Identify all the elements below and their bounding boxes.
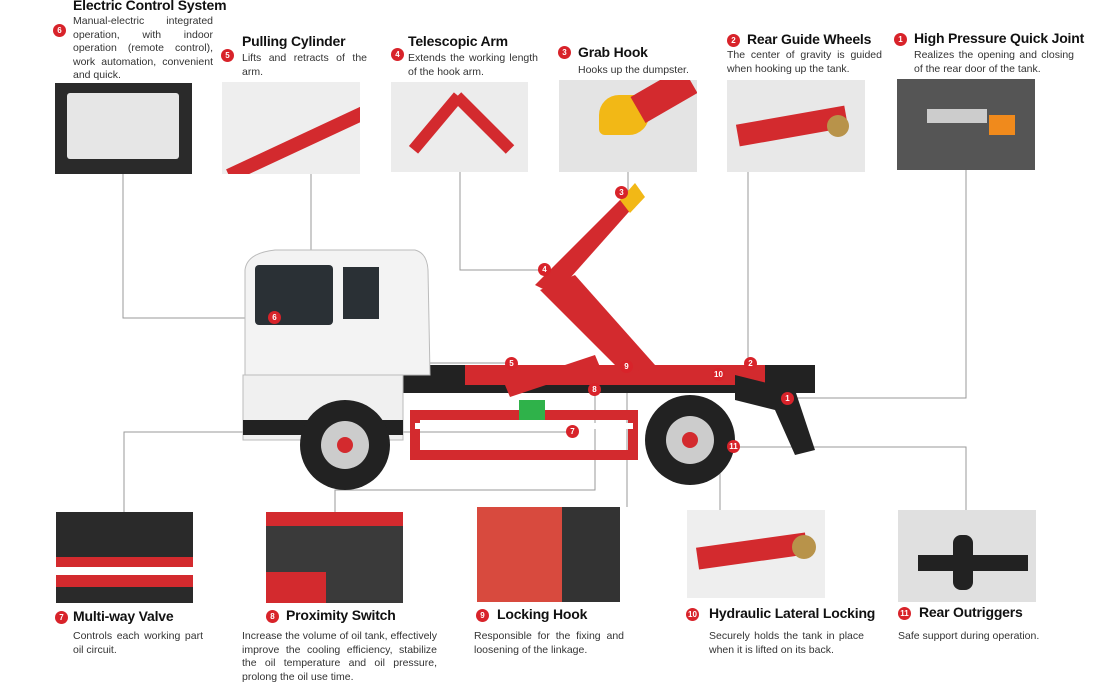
- truck-marker-11: 11: [727, 440, 740, 453]
- badge-2: 2: [727, 34, 740, 47]
- title-telescopic-arm: Telescopic Arm: [408, 33, 508, 49]
- desc-proximity-switch: Increase the volume of oil tank, effecti…: [242, 630, 437, 683]
- badge-11: 11: [898, 607, 911, 620]
- truck-marker-8: 8: [588, 383, 601, 396]
- badge-10: 10: [686, 608, 699, 621]
- desc-high-pressure-quick-joint: Realizes the opening and closing of the …: [914, 49, 1074, 75]
- photo-electric-control-panel: [55, 83, 192, 174]
- photo-locking-hook: [477, 507, 620, 602]
- desc-telescopic-arm: Extends the working length of the hook a…: [408, 52, 538, 78]
- desc-pulling-cylinder: Lifts and retracts of the arm.: [242, 52, 367, 78]
- desc-multi-way-valve: Controls each working part oil circuit.: [73, 630, 203, 656]
- desc-locking-hook: Responsible for the fixing and loosening…: [474, 630, 624, 656]
- truck-marker-7: 7: [566, 425, 579, 438]
- title-multi-way-valve: Multi-way Valve: [73, 608, 174, 624]
- desc-rear-outriggers: Safe support during operation.: [898, 630, 1040, 642]
- truck-marker-4: 4: [538, 263, 551, 276]
- desc-hydraulic-lateral-locking: Securely holds the tank in place when it…: [709, 630, 864, 656]
- badge-3: 3: [558, 46, 571, 59]
- title-high-pressure-quick-joint: High Pressure Quick Joint: [914, 30, 1085, 46]
- title-locking-hook: Locking Hook: [497, 606, 588, 622]
- truck-marker-9: 9: [620, 360, 633, 373]
- title-electric-control-system: Electric Control System: [73, 0, 227, 13]
- photo-multi-way-valve: [56, 512, 193, 603]
- truck-marker-3: 3: [615, 186, 628, 199]
- title-pulling-cylinder: Pulling Cylinder: [242, 33, 346, 49]
- truck-marker-5: 5: [505, 357, 518, 370]
- title-proximity-switch: Proximity Switch: [286, 607, 396, 623]
- photo-hydraulic-lateral-locking: [687, 510, 825, 598]
- badge-1: 1: [894, 33, 907, 46]
- desc-electric-control-system: Manual-electric integrated operation, wi…: [73, 15, 213, 81]
- truck-marker-1: 1: [781, 392, 794, 405]
- badge-9: 9: [476, 609, 489, 622]
- title-rear-guide-wheels: Rear Guide Wheels: [747, 31, 872, 47]
- photo-high-pressure-quick-joint: [897, 79, 1035, 170]
- photo-rear-guide-wheels: [727, 80, 865, 172]
- truck-marker-2: 2: [744, 357, 757, 370]
- badge-8: 8: [266, 610, 279, 623]
- title-rear-outriggers: Rear Outriggers: [919, 604, 1023, 620]
- badge-6: 6: [53, 24, 66, 37]
- desc-rear-guide-wheels: The center of gravity is guided when hoo…: [727, 49, 882, 75]
- badge-7: 7: [55, 611, 68, 624]
- hooklift-truck-illustration: [242, 183, 815, 490]
- photo-rear-outriggers: [898, 510, 1036, 602]
- photo-grab-hook: [559, 80, 697, 172]
- title-hydraulic-lateral-locking: Hydraulic Lateral Locking: [709, 605, 876, 621]
- photo-telescopic-arm: [391, 82, 528, 172]
- badge-5: 5: [221, 49, 234, 62]
- photo-proximity-switch: [266, 512, 403, 603]
- badge-4: 4: [391, 48, 404, 61]
- desc-grab-hook: Hooks up the dumpster.: [578, 64, 689, 76]
- photo-pulling-cylinder: [222, 82, 360, 174]
- truck-marker-10: 10: [712, 368, 725, 381]
- title-grab-hook: Grab Hook: [578, 44, 648, 60]
- truck-marker-6: 6: [268, 311, 281, 324]
